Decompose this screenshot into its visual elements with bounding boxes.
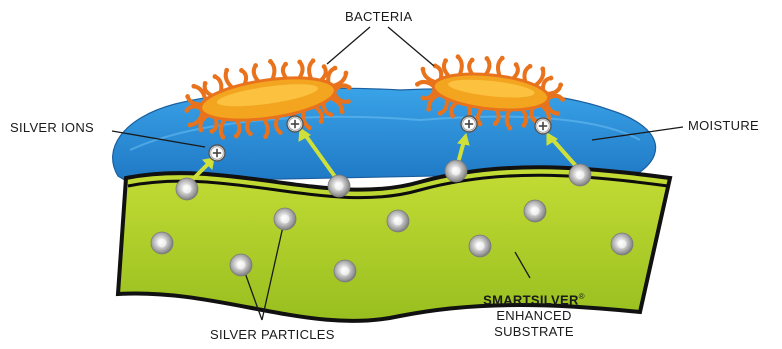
silver-ion-icon bbox=[461, 116, 477, 132]
silver-particle-icon bbox=[569, 164, 591, 186]
enhanced-text: ENHANCED bbox=[478, 308, 590, 324]
silver-ions-label: SILVER IONS bbox=[10, 120, 94, 135]
silver-particle-icon bbox=[328, 175, 350, 197]
silver-ion-icon bbox=[209, 145, 225, 161]
moisture-label: MOISTURE bbox=[688, 118, 759, 133]
brand-name: SMARTSILVER® bbox=[478, 289, 590, 308]
substrate-label: SMARTSILVER® ENHANCED SUBSTRATE bbox=[478, 289, 590, 340]
bacteria-label: BACTERIA bbox=[345, 9, 412, 24]
silver-particle-icon bbox=[611, 233, 633, 255]
silver-particle-icon bbox=[274, 208, 296, 230]
silver-particle-icon bbox=[524, 200, 546, 222]
silver-particle-icon bbox=[151, 232, 173, 254]
substrate-text: SUBSTRATE bbox=[478, 324, 590, 340]
silver-particle-icon bbox=[469, 235, 491, 257]
silver-particle-icon bbox=[445, 160, 467, 182]
silver-particle-icon bbox=[334, 260, 356, 282]
silver-particle-icon bbox=[176, 178, 198, 200]
silver-particles-label: SILVER PARTICLES bbox=[210, 327, 335, 342]
silver-particle-icon bbox=[387, 210, 409, 232]
silver-ion-icon bbox=[535, 118, 551, 134]
silver-ion-icon bbox=[287, 116, 303, 132]
silver-particle-icon bbox=[230, 254, 252, 276]
